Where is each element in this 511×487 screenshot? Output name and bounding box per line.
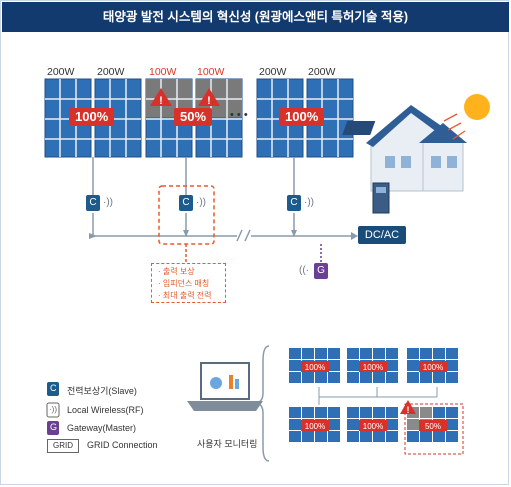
wireless-icon: ((·	[299, 265, 309, 276]
legend-g-label: Gateway(Master)	[67, 423, 137, 433]
legend-g-letter: G	[50, 422, 58, 432]
legend-grid: GRID GRID Connection	[47, 439, 158, 453]
legend-grid-label: GRID Connection	[87, 440, 158, 450]
monitoring-label: 사용자 모니터링	[197, 439, 258, 449]
arrow-icons	[89, 230, 358, 240]
wireless-icon: ·))	[304, 197, 314, 208]
monitoring-warning-box	[404, 403, 464, 455]
watt-label: 200W	[259, 66, 287, 78]
legend-c-swatch	[47, 382, 59, 396]
solar-panel-group-1	[44, 78, 142, 158]
svg-text:!: !	[159, 95, 163, 107]
diagram-title: 태양광 발전 시스템의 혁신성 (원광에스앤티 특허기술 적용)	[2, 2, 509, 32]
wireless-icon: ·))	[196, 197, 206, 208]
legend-g-swatch	[47, 421, 59, 435]
monitoring-panel-percent: 100%	[363, 363, 383, 372]
monitoring-panel-percent: 100%	[305, 363, 325, 372]
warning-icon: !	[150, 88, 172, 107]
monitoring-connectors	[318, 387, 438, 405]
monitoring-panel: 100%	[289, 348, 340, 383]
legend-wifi-swatch	[46, 402, 60, 418]
watt-label: 200W	[308, 66, 336, 78]
output-percent: 100%	[279, 108, 325, 126]
svg-text:!: !	[207, 95, 211, 107]
legend-c-label: 전력보상기(Slave)	[67, 386, 137, 396]
warning-icon: !	[400, 400, 416, 415]
watt-label: 200W	[47, 66, 75, 78]
output-percent: 50%	[174, 108, 213, 126]
sun-icon	[443, 94, 490, 140]
monitoring-panel: 100%	[407, 348, 458, 383]
legend-wifi-icon: ·))	[49, 405, 57, 414]
house-illustration	[342, 105, 467, 214]
ellipsis: • • •	[230, 109, 248, 121]
feature-callout: · 출력 보상 · 임피던스 매칭 · 최대 출력 전력	[151, 263, 226, 303]
warning-icon: !	[198, 88, 220, 107]
line-break-mark	[236, 229, 251, 242]
monitoring-panel-percent: 50%	[425, 422, 441, 431]
watt-label: 200W	[97, 66, 125, 78]
watt-label-warning: 100W	[149, 66, 177, 78]
monitoring-panel: 100%	[347, 407, 398, 442]
gateway-badge: G	[314, 263, 328, 279]
inverter-dcac: DC/AC	[358, 226, 406, 244]
monitoring-panel-percent: 100%	[305, 422, 325, 431]
monitoring-panel: 100%	[347, 348, 398, 383]
callout-item: · 출력 보상	[158, 267, 195, 276]
wireless-icon: ·))	[103, 197, 113, 208]
svg-text:!: !	[407, 405, 410, 415]
monitoring-panel-percent: 100%	[363, 422, 383, 431]
compensator-badge: C	[287, 195, 301, 211]
legend-c-letter: C	[50, 383, 57, 393]
laptop-icon	[187, 362, 263, 411]
compensator-badge: C	[179, 195, 193, 211]
compensator-badge: C	[86, 195, 100, 211]
legend-grid-tag: GRID	[47, 439, 79, 453]
monitoring-panel: 100%	[289, 407, 340, 442]
legend-wifi-label: Local Wireless(RF)	[67, 405, 144, 415]
callout-item: · 최대 출력 전력	[158, 291, 212, 300]
output-percent: 100%	[69, 108, 115, 126]
monitoring-panels: 100% 100% 100% 100% 100% 50%	[289, 348, 458, 442]
monitoring-panel-percent: 100%	[423, 363, 443, 372]
callout-item: · 임피던스 매칭	[158, 279, 210, 288]
connector-lines	[92, 157, 353, 237]
watt-label-warning: 100W	[197, 66, 225, 78]
